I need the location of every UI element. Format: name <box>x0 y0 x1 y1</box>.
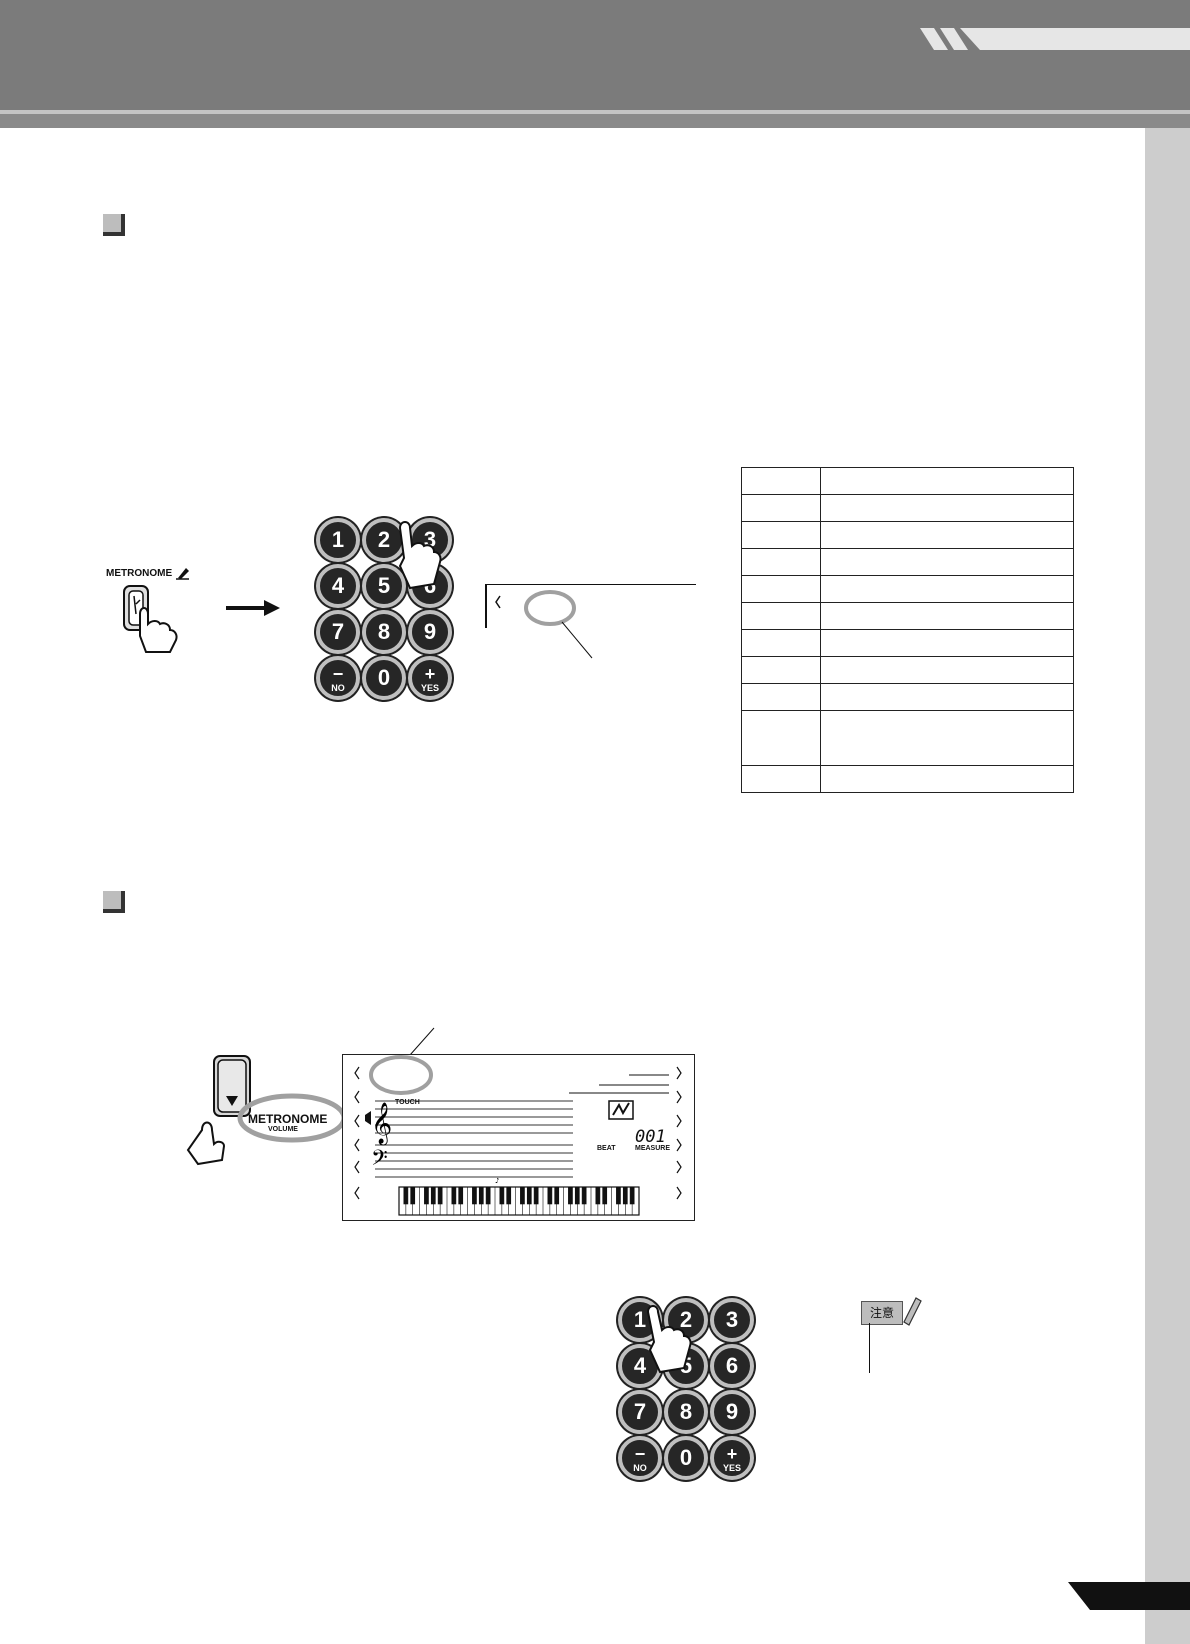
plus-icon: + <box>424 664 436 684</box>
section-marker-1 <box>103 214 125 236</box>
section-marker-2 <box>103 891 125 913</box>
metronome-button-label: METRONOME <box>106 568 173 579</box>
touch-indicator: TOUCH <box>395 1099 420 1106</box>
svg-text:𝄞: 𝄞 <box>371 1102 392 1145</box>
table-row <box>741 521 1074 549</box>
key-9[interactable]: 9 <box>408 610 452 654</box>
table-row <box>741 765 1074 793</box>
lcd-graphics: 𝄞 𝄢 ♪ <box>354 1055 682 1216</box>
lcd-display: 𝄞 𝄢 ♪ TOUCH BEAT MEASURE 001 <box>342 1054 695 1221</box>
key-no-label: NO <box>633 1463 647 1473</box>
table-row <box>741 602 1074 630</box>
key-8[interactable]: 8 <box>664 1390 708 1434</box>
plus-icon: + <box>726 1444 738 1464</box>
key-0[interactable]: 0 <box>664 1436 708 1480</box>
beat-label: BEAT <box>597 1145 616 1152</box>
key-yes[interactable]: +YES <box>408 656 452 700</box>
note-rule <box>869 1323 870 1373</box>
table-row <box>741 467 1074 495</box>
metronome-time-signature-table <box>741 467 1074 793</box>
header-stripes-decoration <box>920 28 1190 50</box>
lcd-detail-voice-number <box>485 584 696 659</box>
key-4[interactable]: 4 <box>316 564 360 608</box>
finger-press-icon <box>646 1305 692 1374</box>
volume-down-button-illustration[interactable] <box>182 1054 252 1166</box>
svg-text:𝄢: 𝄢 <box>371 1146 388 1176</box>
table-row <box>741 683 1074 711</box>
key-8[interactable]: 8 <box>362 610 406 654</box>
key-no[interactable]: −NO <box>316 656 360 700</box>
key-6[interactable]: 6 <box>710 1344 754 1388</box>
metronome-button-label-2: METRONOME <box>248 1112 328 1126</box>
minus-icon: − <box>332 664 344 684</box>
key-no-label: NO <box>331 683 345 693</box>
side-margin-bar <box>1145 128 1190 1644</box>
finger-press-icon <box>398 521 442 590</box>
table-row <box>741 575 1074 603</box>
svg-text:♪: ♪ <box>495 1177 499 1185</box>
note-tag: 注意 <box>861 1301 903 1325</box>
key-3[interactable]: 3 <box>710 1298 754 1342</box>
arrow-right-icon <box>226 600 280 616</box>
metronome-button-press-illustration[interactable] <box>118 584 188 656</box>
numeric-keypad-1: 1 2 3 4 5 6 7 8 9 −NO 0 +YES <box>316 518 466 700</box>
key-yes-label: YES <box>420 683 439 693</box>
key-5[interactable]: 5 <box>362 564 406 608</box>
table-row <box>741 629 1074 657</box>
measure-label: MEASURE <box>635 1145 671 1152</box>
measure-value: 001 <box>635 1127 666 1147</box>
key-7[interactable]: 7 <box>316 610 360 654</box>
table-row <box>741 548 1074 576</box>
page-header-band <box>0 0 1190 110</box>
header-rule-dark <box>0 114 1190 128</box>
table-row <box>741 656 1074 684</box>
key-1[interactable]: 1 <box>316 518 360 562</box>
key-0[interactable]: 0 <box>362 656 406 700</box>
key-9[interactable]: 9 <box>710 1390 754 1434</box>
pencil-icon <box>903 1297 922 1326</box>
header-rule <box>0 110 1190 114</box>
key-no[interactable]: −NO <box>618 1436 662 1480</box>
table-row <box>741 710 1074 766</box>
pencil-icon <box>176 568 189 580</box>
volume-sublabel: VOLUME <box>268 1126 298 1133</box>
key-7[interactable]: 7 <box>618 1390 662 1434</box>
key-yes-label: YES <box>722 1463 741 1473</box>
page-tab <box>1068 1582 1190 1610</box>
numeric-keypad-2: 1 2 3 4 5 6 7 8 9 −NO 0 +YES <box>618 1298 768 1480</box>
key-yes[interactable]: +YES <box>710 1436 754 1480</box>
table-row <box>741 494 1074 522</box>
minus-icon: − <box>634 1444 646 1464</box>
